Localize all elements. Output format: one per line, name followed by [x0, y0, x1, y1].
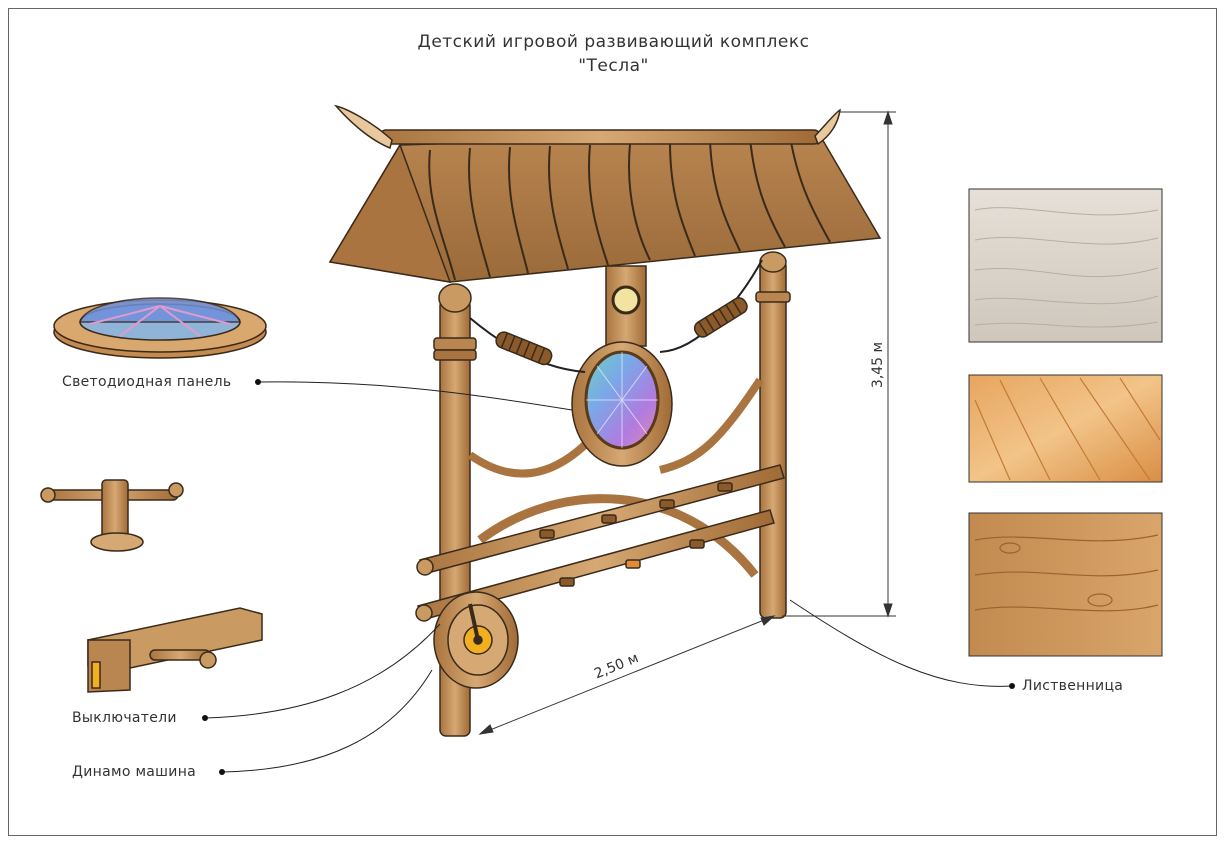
- title-line-2: "Тесла": [578, 56, 649, 76]
- texture-swatches: [968, 188, 1163, 657]
- right-post: [759, 259, 787, 619]
- drawing-frame: [8, 8, 1217, 836]
- label-switches: Выключатели: [72, 710, 177, 726]
- led-panel-detail: [53, 297, 267, 359]
- callout-leaders: [204, 381, 1013, 773]
- height-dimension: [782, 110, 896, 618]
- label-led-panel: Светодиодная панель: [62, 374, 232, 390]
- switch-block-detail: [87, 607, 263, 693]
- height-label: 3,45 м: [870, 342, 886, 388]
- texture-natural: [968, 512, 1163, 657]
- label-dynamo: Динамо машина: [72, 764, 197, 780]
- width-dimension: [478, 615, 776, 735]
- texture-bleached: [968, 188, 1163, 343]
- ridge-beam: [379, 129, 821, 145]
- texture-oiled: [968, 374, 1163, 483]
- play-complex: [328, 104, 882, 737]
- width-label: 2,50 м: [592, 650, 641, 682]
- callout-dots: [202, 379, 1015, 775]
- label-larch: Лиственница: [1022, 678, 1124, 694]
- switch-handle-detail: [40, 479, 184, 552]
- title-line-1: Детский игровой развивающий комплекс: [417, 32, 810, 52]
